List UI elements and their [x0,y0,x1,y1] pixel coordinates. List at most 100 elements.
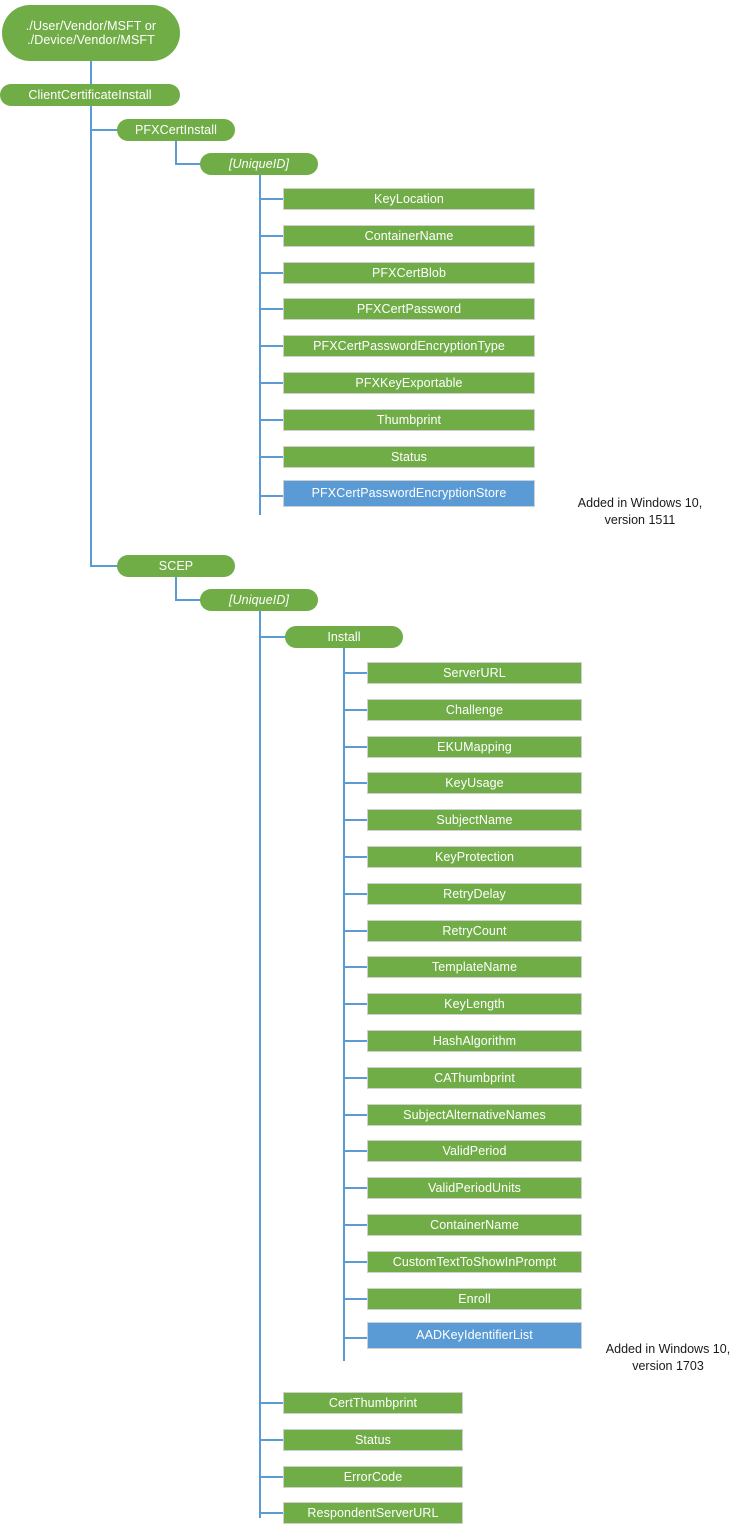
node-label: CAThumbprint [434,1070,515,1085]
node-containername[interactable]: ContainerName [367,1214,582,1236]
connector-leaf [259,271,283,274]
connector-leaf [259,198,283,200]
node-keylength[interactable]: KeyLength [367,993,582,1016]
node-label: KeyLength [444,997,505,1012]
node-label: ContainerName [364,228,454,243]
node-retrydelay[interactable]: RetryDelay [367,882,582,905]
node-aadkeyidentifierlist[interactable]: AADKeyIdentifierList [367,1321,582,1349]
connector-scep-to-uniqueid [175,577,177,601]
connector-pfx-children-spine [259,175,261,515]
connector-leaf [343,708,367,711]
node-pfxcertpassword[interactable]: PFXCertPassword [283,298,535,321]
connector-leaf [343,819,367,822]
node-label: CustomTextToShowInPrompt [392,1254,557,1269]
node-label: PFXCertBlob [371,265,447,280]
connector-leaf [259,1402,283,1404]
connector-leaf [259,455,283,458]
annotation-aad-added-version: Added in Windows 10, version 1703 [605,1342,731,1373]
node-customtexttoshowinprompt[interactable]: CustomTextToShowInPrompt [367,1250,582,1273]
node-status[interactable]: Status [283,1428,463,1451]
connector-to-pfxcertinstall [90,129,118,131]
node-hashalgorithm[interactable]: HashAlgorithm [367,1030,582,1052]
node-label: TemplateName [431,960,518,975]
node-enroll[interactable]: Enroll [367,1287,582,1310]
connector-leaf [259,1475,283,1478]
connector-leaf [343,1150,367,1153]
node-thumbprint[interactable]: Thumbprint [283,408,535,431]
node-challenge[interactable]: Challenge [367,698,582,721]
node-label: ServerURL [443,666,506,680]
connector-leaf [343,745,367,748]
node-ekumapping[interactable]: EKUMapping [367,735,582,758]
node-scep-label: SCEP [158,559,194,573]
node-subjectalternativenames[interactable]: SubjectAlternativeNames [367,1103,582,1126]
node-containername[interactable]: ContainerName [283,224,535,247]
node-keyusage[interactable]: KeyUsage [367,772,582,795]
node-status[interactable]: Status [283,445,535,468]
connector-pfx-to-uniqueid [175,140,177,165]
node-label: Status [390,449,428,464]
connector-leaf [259,308,283,311]
node-install[interactable]: Install [285,626,403,648]
node-scep-uniqueid-label: [UniqueID] [228,593,290,607]
node-pfx-uniqueid-label: [UniqueID] [228,157,290,171]
node-pfxkeyexportable[interactable]: PFXKeyExportable [283,372,535,394]
node-label: Challenge [445,702,504,717]
node-keylocation[interactable]: KeyLocation [283,188,535,210]
node-install-label: Install [327,630,361,644]
node-errorcode[interactable]: ErrorCode [283,1465,463,1488]
node-pfxcertpasswordencryptiontype[interactable]: PFXCertPasswordEncryptionType [283,335,535,358]
node-label: PFXKeyExportable [355,376,463,390]
connector-leaf [343,1336,367,1339]
node-cathumbprint[interactable]: CAThumbprint [367,1066,582,1089]
node-label: PFXCertPasswordEncryptionStore [311,486,507,501]
node-label: RetryCount [442,923,507,938]
node-pfxcertpasswordencryptionstore[interactable]: PFXCertPasswordEncryptionStore [283,479,535,507]
node-pfxcertinstall[interactable]: PFXCertInstall [117,119,235,141]
connector-leaf [259,382,283,384]
annotation-pfx-added-version: Added in Windows 10, version 1511 [577,496,703,527]
node-subjectname[interactable]: SubjectName [367,809,582,832]
connector-leaf [343,929,367,932]
connector-leaf [343,672,367,674]
node-templatename[interactable]: TemplateName [367,956,582,979]
node-pfxcertblob[interactable]: PFXCertBlob [283,261,535,284]
connector-leaf [343,1260,367,1263]
node-pfxcertinstall-label: PFXCertInstall [135,123,217,137]
node-label: KeyProtection [434,850,515,864]
node-scep-uniqueid[interactable]: [UniqueID] [200,589,318,611]
node-label: Enroll [458,1291,491,1306]
connector-scep-children-spine [259,611,261,1518]
connector-leaf [343,966,367,969]
connector-leaf [259,1438,283,1441]
node-label: SubjectAlternativeNames [403,1107,546,1122]
connector-leaf [343,1003,367,1006]
node-certthumbprint[interactable]: CertThumbprint [283,1392,463,1414]
node-pfx-uniqueid[interactable]: [UniqueID] [200,153,318,175]
node-keyprotection[interactable]: KeyProtection [367,846,582,868]
connector-level1-spine [90,105,92,566]
node-serverurl[interactable]: ServerURL [367,662,582,684]
node-root[interactable]: ./User/Vendor/MSFT or ./Device/Vendor/MS… [2,5,180,61]
connector-leaf [343,782,367,785]
node-label: SubjectName [436,813,513,828]
node-label: RespondentServerURL [307,1506,439,1521]
connector-pfx-uniqueid-elbow [175,163,201,165]
node-root-label: ./User/Vendor/MSFT or ./Device/Vendor/MS… [25,19,157,47]
connector-leaf [343,892,367,895]
node-label: KeyLocation [374,192,444,206]
node-retrycount[interactable]: RetryCount [367,919,582,942]
connector-leaf [343,1224,367,1226]
node-scep[interactable]: SCEP [117,555,235,577]
node-validperiodunits[interactable]: ValidPeriodUnits [367,1177,582,1200]
connector-leaf [259,345,283,348]
connector-leaf [343,1040,367,1042]
connector-leaf [343,1297,367,1300]
node-label: Status [354,1432,392,1447]
node-label: ValidPeriod [442,1144,507,1159]
node-validperiod[interactable]: ValidPeriod [367,1140,582,1163]
node-respondentserverurl[interactable]: RespondentServerURL [283,1502,463,1525]
connector-leaf [343,1113,367,1116]
node-clientcertificateinstall[interactable]: ClientCertificateInstall [0,84,180,106]
